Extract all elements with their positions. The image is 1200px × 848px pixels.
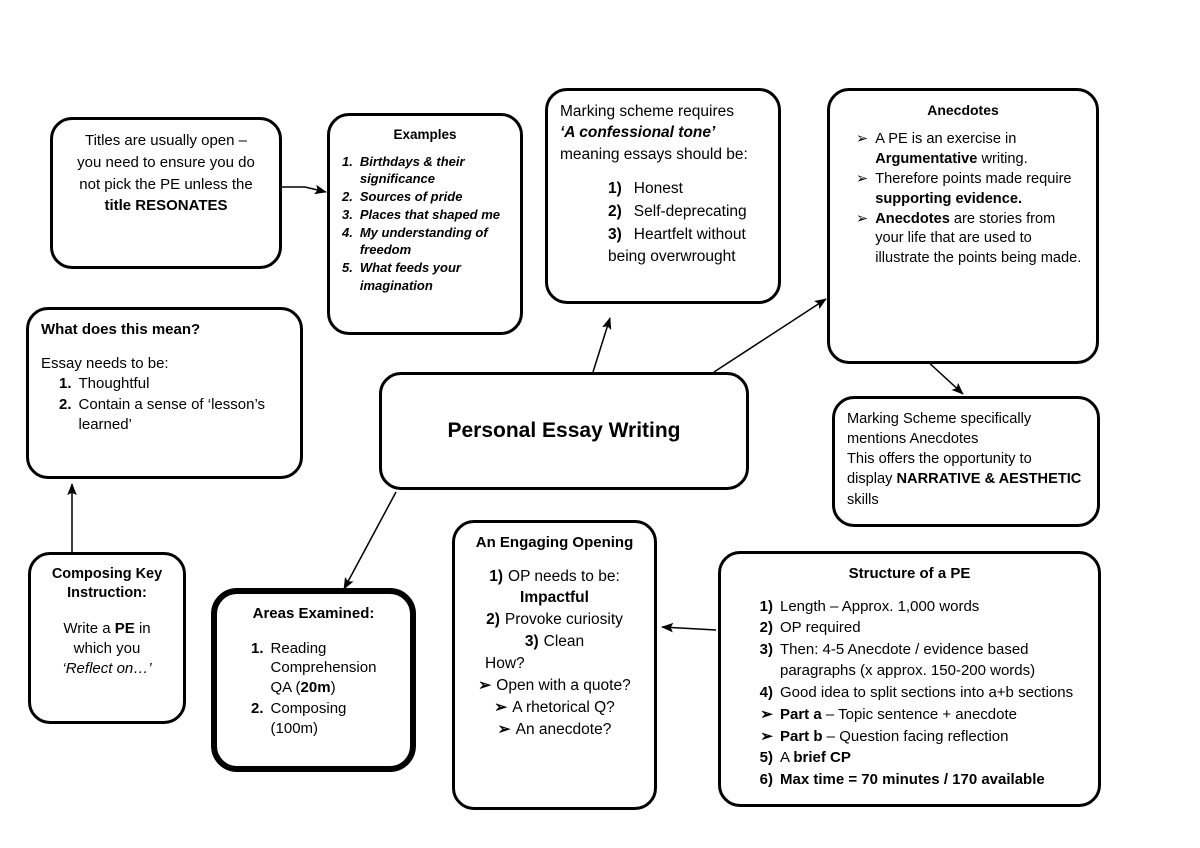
list-item: 1.Birthdays & their significance — [342, 153, 465, 186]
areas-heading: Areas Examined: — [252, 605, 375, 622]
list-item: 4.My understanding of freedom — [342, 225, 488, 258]
opening-heading: An Engaging Opening — [475, 534, 634, 551]
list-item: ➢An anecdote? — [497, 721, 612, 739]
edge-anecdotes-to-ms-specific — [925, 359, 964, 395]
arrow-bullet-icon: ➢ — [494, 698, 508, 716]
node-composing-key-instruction[interactable]: Composing Key Instruction: Write a PE in… — [28, 552, 186, 724]
node-structure-of-pe[interactable]: Structure of a PE 1)Length – Approx. 1,0… — [718, 551, 1101, 807]
list-item: ➢Therefore points made require supportin… — [856, 170, 1072, 207]
titles-text: Titles are usually open – you need to en… — [77, 132, 255, 215]
node-marking-scheme[interactable]: Marking scheme requires ‘A confessional … — [545, 88, 781, 304]
examples-list: 1.Birthdays & their significance 2.Sourc… — [342, 153, 508, 294]
list-item: 2)Self-deprecating — [608, 203, 747, 221]
list-item: ➢A rhetorical Q? — [494, 698, 615, 716]
ms-specific-text: Marking Scheme specifically mentions Ane… — [847, 411, 1082, 508]
page-title: Personal Essay Writing — [447, 419, 681, 443]
meaning-list: 1.Thoughtful 2.Contain a sense of ‘lesso… — [41, 374, 288, 434]
node-marking-scheme-specific[interactable]: Marking Scheme specifically mentions Ane… — [832, 396, 1100, 527]
arrow-bullet-icon: ➢ — [760, 727, 773, 745]
examples-heading: Examples — [393, 127, 457, 142]
anecdotes-list: ➢A PE is an exercise in Argumentative wr… — [842, 130, 1084, 269]
meaning-intro: Essay needs to be: — [41, 354, 169, 372]
list-item: 1)OP needs to be: Impactful — [489, 567, 620, 606]
list-item: 5)A brief CP — [759, 749, 851, 767]
edge-structure-to-opening — [661, 622, 717, 633]
list-item: 6)Max time = 70 minutes / 170 available — [759, 771, 1045, 789]
node-engaging-opening[interactable]: An Engaging Opening 1)OP needs to be: Im… — [452, 520, 657, 810]
node-what-does-this-mean[interactable]: What does this mean? Essay needs to be: … — [26, 307, 303, 479]
arrow-bullet-icon: ➢ — [856, 210, 869, 227]
list-item: 1)Honest — [608, 180, 683, 198]
list-item: 2)OP required — [759, 619, 861, 637]
edge-titles-to-examples — [282, 184, 327, 195]
composing-body: Write a PE in which you ‘Reflect on…’ — [62, 619, 152, 678]
node-areas-examined[interactable]: Areas Examined: 1.Reading Comprehension … — [211, 588, 416, 772]
node-examples[interactable]: Examples 1.Birthdays & their significanc… — [327, 113, 523, 335]
edge-center-to-anecdotes — [713, 298, 827, 373]
composing-heading: Composing Key Instruction: — [51, 566, 163, 601]
list-item: ➢Part a – Topic sentence + anecdote — [757, 705, 1086, 726]
marking-scheme-list: 1)Honest 2)Self-deprecating 3)Heartfelt … — [560, 178, 766, 268]
list-item: 3)Then: 4-5 Anecdote / evidence based pa… — [759, 641, 1036, 680]
list-item: 1.Reading Comprehension QA (20m) — [251, 639, 377, 697]
list-item: 2.Contain a sense of ‘lesson’s learned’ — [59, 395, 266, 433]
arrow-bullet-icon: ➢ — [856, 170, 869, 187]
list-item: 1)Length – Approx. 1,000 words — [759, 597, 980, 615]
list-item: 2.Composing (100m) — [251, 700, 347, 738]
structure-list: 1)Length – Approx. 1,000 words 2)OP requ… — [733, 597, 1086, 792]
areas-list: 1.Reading Comprehension QA (20m) 2.Compo… — [229, 639, 398, 740]
anecdotes-heading: Anecdotes — [927, 102, 999, 118]
list-item: 1.Thoughtful — [59, 375, 150, 392]
marking-scheme-intro: Marking scheme requires ‘A confessional … — [560, 103, 748, 163]
opening-list: 1)OP needs to be: Impactful 2)Provoke cu… — [467, 566, 642, 741]
structure-heading: Structure of a PE — [848, 565, 971, 582]
opening-how-label: How? — [485, 654, 525, 672]
list-item: 3)Clean — [524, 632, 585, 650]
arrow-bullet-icon: ➢ — [856, 131, 869, 148]
node-anecdotes[interactable]: Anecdotes ➢A PE is an exercise in Argume… — [827, 88, 1099, 364]
list-item: ➢A PE is an exercise in Argumentative wr… — [856, 131, 1028, 168]
edge-center-to-marking-scheme — [592, 317, 612, 373]
list-item: ➢Anecdotes are stories from your life th… — [856, 210, 1082, 267]
list-item: 2)Provoke curiosity — [486, 610, 623, 628]
list-item: 4)Good idea to split sections into a+b s… — [759, 683, 1074, 701]
list-item: ➢Part b – Question facing reflection — [757, 727, 1086, 748]
list-item: 3)Heartfelt without being overwrought — [608, 226, 746, 266]
list-item: ➢Open with a quote? — [478, 676, 631, 694]
arrow-bullet-icon: ➢ — [497, 721, 511, 739]
node-center-personal-essay-writing[interactable]: Personal Essay Writing — [379, 372, 749, 490]
list-item: 3.Places that shaped me — [342, 207, 501, 223]
list-item: 2.Sources of pride — [342, 188, 463, 204]
arrow-bullet-icon: ➢ — [760, 705, 773, 723]
meaning-heading: What does this mean? — [41, 321, 201, 338]
node-titles[interactable]: Titles are usually open – you need to en… — [50, 117, 282, 269]
arrow-bullet-icon: ➢ — [478, 676, 492, 694]
edge-center-to-areas-examined — [343, 491, 397, 590]
list-item: 5.What feeds your imagination — [342, 260, 461, 293]
